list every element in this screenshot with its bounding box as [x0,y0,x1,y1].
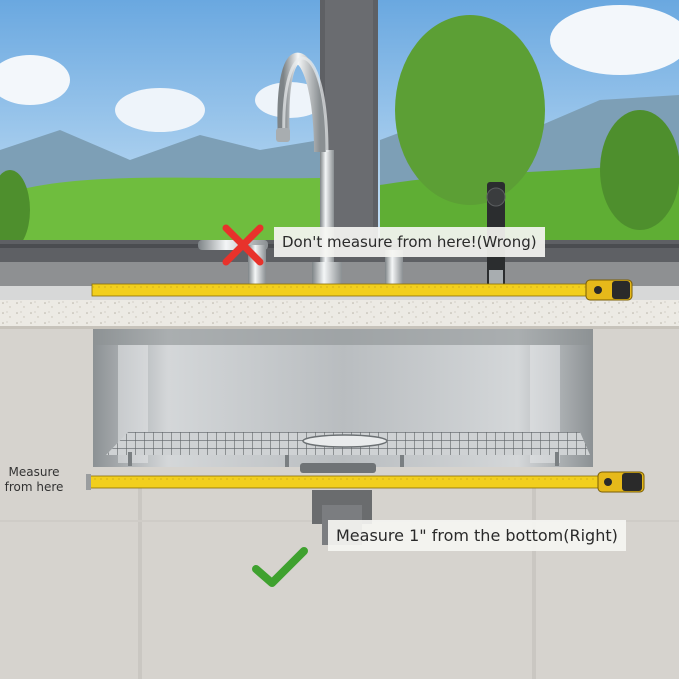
cross-icon [222,224,264,266]
side-label: Measure from here [0,465,74,495]
check-icon [252,547,308,587]
bottom-tape-measure [87,475,605,489]
wrong-label: Don't measure from here!(Wrong) [274,227,545,257]
side-label-line2: from here [4,480,64,494]
side-label-line1: Measure [8,465,60,479]
right-label: Measure 1" from the bottom(Right) [328,520,626,551]
top-tape-measure [91,283,597,297]
